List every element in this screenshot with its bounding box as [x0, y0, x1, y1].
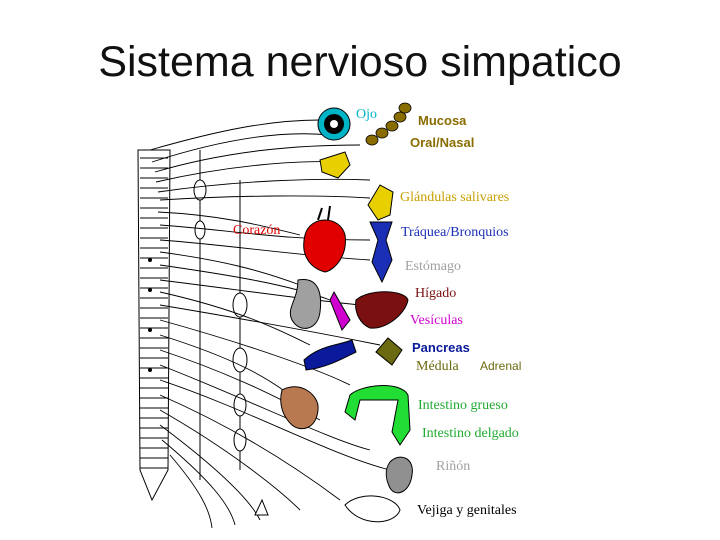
liver [355, 291, 409, 329]
spinal-column [137, 149, 171, 502]
label-higado: Hígado [415, 286, 456, 301]
label-intestino-delgado: Intestino delgado [422, 426, 519, 441]
pancreas-organ [303, 339, 357, 371]
label-oral-nasal: Oral/Nasal [410, 135, 474, 150]
label-glandulas-salivares: Glándulas salivares [400, 190, 509, 205]
label-vejiga-genitales: Vejiga y genitales [417, 503, 517, 518]
label-vesiculas: Vesículas [410, 313, 463, 328]
label-medula: Médula [416, 359, 460, 374]
label-pancreas: Pancreas [412, 340, 470, 355]
mucosa-organ [365, 102, 412, 146]
eye [317, 107, 351, 141]
slide-title: Sistema nervioso simpatico [98, 38, 622, 86]
label-intestino-grueso: Intestino grueso [418, 398, 508, 413]
large-intestine [344, 385, 411, 446]
salivary-gland [367, 184, 394, 221]
gallbladder [329, 290, 351, 331]
nerve-fibers [149, 119, 391, 529]
bladder-genitals [254, 495, 401, 523]
label-adrenal: Adrenal [480, 359, 521, 373]
sympathetic-chain [148, 150, 248, 480]
label-mucosa: Mucosa [418, 113, 467, 128]
label-ojo: Ojo [356, 107, 377, 122]
salivary-small-gland [319, 151, 351, 179]
adrenal-medulla [375, 337, 403, 366]
label-corazon: Corazón [233, 223, 280, 238]
small-intestine [280, 386, 319, 430]
label-rinon: Riñón [436, 459, 470, 474]
label-estomago: Estómago [405, 259, 461, 274]
trachea-bronchi [369, 221, 393, 284]
stomach [289, 279, 322, 329]
kidney [385, 456, 413, 494]
heart [303, 205, 346, 273]
label-traquea-bronquios: Tráquea/Bronquios [401, 225, 509, 240]
